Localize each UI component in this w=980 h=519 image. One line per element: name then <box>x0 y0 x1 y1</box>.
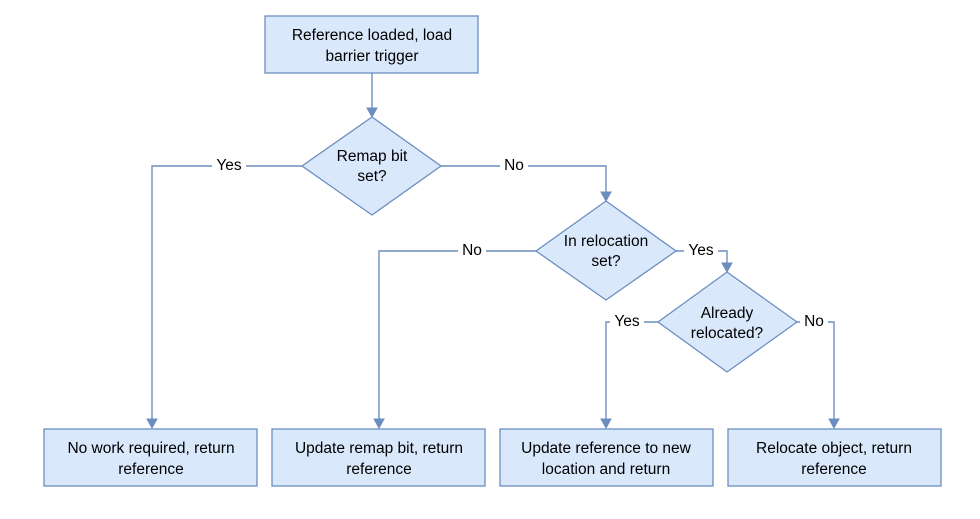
edge-remap-yes: Yes <box>146 155 302 430</box>
svg-text:Relocate object, return: Relocate object, return <box>756 440 912 457</box>
svg-text:Remap bit: Remap bit <box>337 148 408 165</box>
svg-text:location and return: location and return <box>542 461 670 478</box>
edge-relocation-yes: Yes <box>676 240 733 274</box>
edge-label-no: No <box>504 157 524 174</box>
node-reference-loaded: Reference loaded, load barrier trigger <box>264 15 479 74</box>
svg-text:No work required, return: No work required, return <box>67 440 234 457</box>
svg-text:Already: Already <box>701 305 754 322</box>
svg-text:reference: reference <box>801 461 866 478</box>
edge-remap-no: No <box>441 155 612 203</box>
decision-already-relocated: Already relocated? <box>656 271 799 373</box>
svg-text:barrier trigger: barrier trigger <box>325 48 418 65</box>
decision-in-relocation-set: In relocation set? <box>534 200 678 301</box>
svg-text:set?: set? <box>357 168 387 185</box>
edge-relocation-no: No <box>373 240 536 430</box>
edge-label-no: No <box>804 313 824 330</box>
node-relocate-object: Relocate object, return reference <box>727 428 942 487</box>
svg-text:Update remap bit, return: Update remap bit, return <box>295 440 463 457</box>
node-no-work-required: No work required, return reference <box>43 428 258 487</box>
svg-text:reference: reference <box>118 461 183 478</box>
svg-text:Reference loaded, load: Reference loaded, load <box>292 27 452 44</box>
edge-label-yes: Yes <box>216 157 242 174</box>
edge-already-no: No <box>797 311 840 430</box>
decision-remap-bit-set: Remap bit set? <box>300 116 443 216</box>
node-update-remap-bit: Update remap bit, return reference <box>271 428 486 487</box>
svg-text:Update reference to new: Update reference to new <box>521 440 692 457</box>
svg-text:reference: reference <box>346 461 411 478</box>
edge-label-yes: Yes <box>614 313 640 330</box>
edge-label-yes: Yes <box>688 242 714 259</box>
edge-label-no: No <box>462 242 482 259</box>
svg-text:In relocation: In relocation <box>564 233 648 250</box>
svg-text:set?: set? <box>591 253 621 270</box>
edge-start-to-remap <box>366 73 378 119</box>
svg-text:relocated?: relocated? <box>691 325 764 342</box>
edge-already-yes: Yes <box>600 311 658 430</box>
node-update-reference: Update reference to new location and ret… <box>499 428 714 487</box>
